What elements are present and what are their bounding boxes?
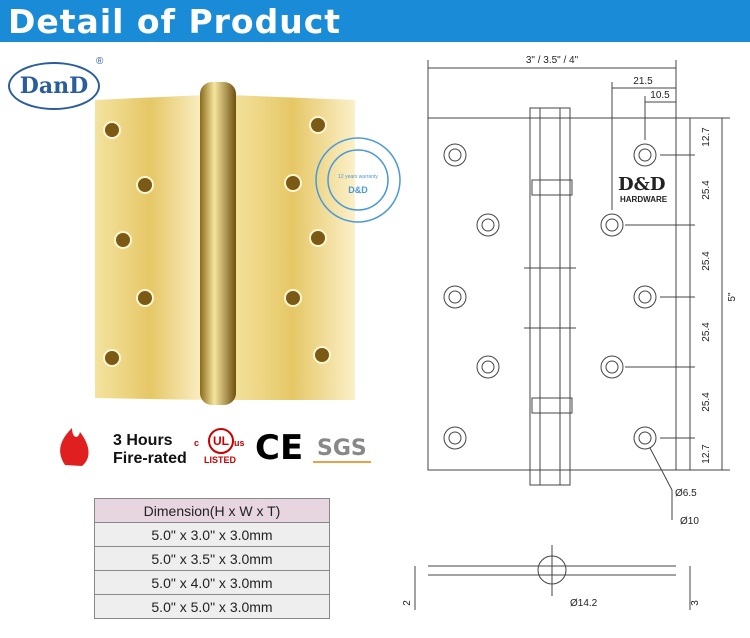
svg-text:12.7: 12.7 xyxy=(701,444,712,464)
table-row: 5.0" x 3.0" x 3.0mm xyxy=(94,522,330,547)
svg-text:D&D: D&D xyxy=(348,185,368,195)
page-title: Detail of Product xyxy=(8,2,342,41)
technical-drawing xyxy=(414,60,730,610)
ul-c: c xyxy=(194,438,200,448)
svg-text:25.4: 25.4 xyxy=(701,322,712,342)
svg-text:D&D: D&D xyxy=(618,174,665,195)
svg-text:12 years warranty: 12 years warranty xyxy=(338,174,378,180)
dimension-table: Dimension(H x W x T) 5.0" x 3.0" x 3.0mm… xyxy=(94,498,330,619)
header-cell: Dimension(H x W x T) xyxy=(94,498,330,523)
svg-text:10.5: 10.5 xyxy=(650,90,670,101)
fire-icon xyxy=(60,428,89,466)
svg-text:12.7: 12.7 xyxy=(701,127,712,147)
table-row: 5.0" x 5.0" x 3.0mm xyxy=(94,594,330,619)
table-cell: 5.0" x 3.5" x 3.0mm xyxy=(94,546,330,571)
svg-text:Ø14.2: Ø14.2 xyxy=(570,598,598,609)
ul-listed: LISTED xyxy=(204,455,237,465)
svg-text:25.4: 25.4 xyxy=(701,392,712,412)
registered-mark: ® xyxy=(96,56,104,67)
svg-text:25.4: 25.4 xyxy=(701,251,712,271)
ul-listed-badge: c UL us LISTED xyxy=(194,428,254,468)
ul-us: us xyxy=(234,438,245,448)
svg-text:Ø6.5: Ø6.5 xyxy=(675,488,697,499)
warranty-stamp: D&D 12 years warranty xyxy=(315,137,401,223)
svg-text:3: 3 xyxy=(690,600,701,606)
svg-text:3" / 3.5" / 4": 3" / 3.5" / 4" xyxy=(526,55,579,66)
sgs-mark: SGS xyxy=(313,436,371,463)
fire-line1: 3 Hours xyxy=(113,432,173,449)
hinge-photo xyxy=(95,82,355,405)
table-cell: 5.0" x 5.0" x 3.0mm xyxy=(94,594,330,619)
banner: Detail of Product xyxy=(0,0,750,42)
dimension-labels: 3" / 3.5" / 4" 21.5 10.5 12.7 25.4 25.4 … xyxy=(402,55,738,609)
svg-text:21.5: 21.5 xyxy=(633,76,653,87)
svg-text:HARDWARE: HARDWARE xyxy=(620,195,668,204)
svg-text:Ø10: Ø10 xyxy=(680,516,699,527)
dand-logo: DanD xyxy=(8,62,100,110)
table-row: 5.0" x 3.5" x 3.0mm xyxy=(94,546,330,571)
table-row: 5.0" x 4.0" x 3.0mm xyxy=(94,570,330,595)
svg-text:2: 2 xyxy=(402,600,413,606)
ce-mark: CE xyxy=(255,428,304,468)
table-header: Dimension(H x W x T) xyxy=(94,498,330,523)
table-cell: 5.0" x 3.0" x 3.0mm xyxy=(94,522,330,547)
table-cell: 5.0" x 4.0" x 3.0mm xyxy=(94,570,330,595)
svg-text:25.4: 25.4 xyxy=(701,180,712,200)
svg-text:5": 5" xyxy=(727,292,738,302)
fire-line2: Fire-rated xyxy=(113,450,187,467)
